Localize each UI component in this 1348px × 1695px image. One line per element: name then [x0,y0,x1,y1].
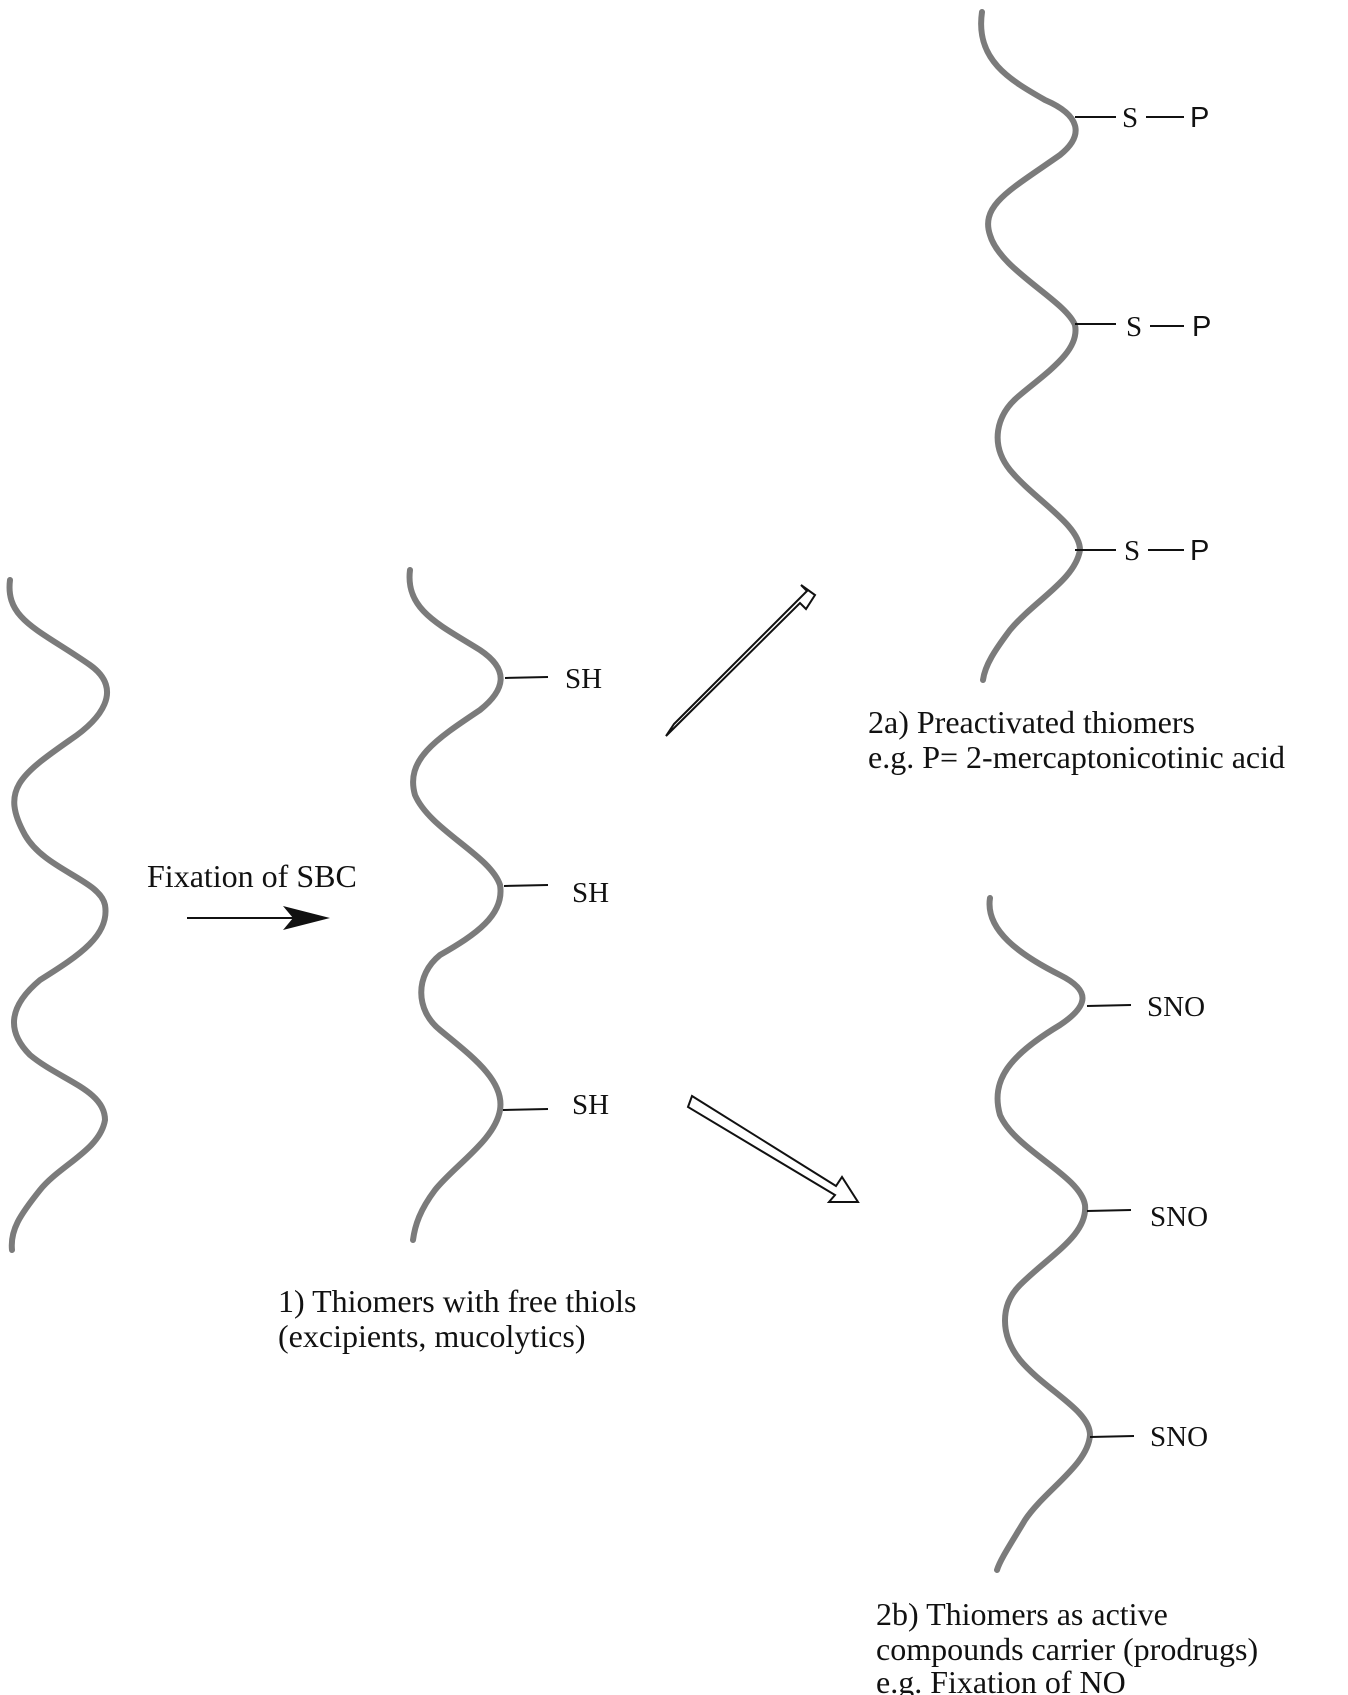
thiol-bond-1 [504,676,549,679]
hollow-arrow-to-2a [665,584,817,737]
caption-2a-line-1: 2a) Preactivated thiomers [868,704,1195,740]
sno-bond-1 [1086,1004,1132,1007]
thiol-group-label-3: SH [572,1089,609,1121]
caption-2b-line-2: compounds carrier (prodrugs) [876,1631,1258,1667]
p-label-3: P [1190,535,1209,567]
hollow-arrow-to-2b [686,1094,860,1203]
caption-1-line-1: 1) Thiomers with free thiols [278,1283,636,1319]
caption-2b-line-3: e.g. Fixation of NO [876,1664,1126,1695]
caption-2b-line-1: 2b) Thiomers as active [876,1596,1168,1632]
caption-2a-line-2: e.g. P= 2-mercaptonicotinic acid [868,739,1285,775]
polymer-chain-prodrug [986,895,1094,1573]
polymer-chain-thiomer [406,567,504,1243]
sno-group-label-2: SNO [1150,1201,1208,1233]
polymer-chain-preactivated [978,9,1084,683]
sno-bond-2 [1086,1209,1132,1212]
sno-group-label-1: SNO [1147,991,1205,1023]
p-label-2: P [1192,311,1211,343]
fixation-arrowhead [283,906,330,930]
thiol-bond-2 [503,884,549,887]
fixation-label: Fixation of SBC [147,858,357,894]
sulfur-label-1: S [1122,102,1138,134]
sno-bond-3 [1089,1435,1135,1438]
sulfur-label-3: S [1124,535,1140,567]
thiol-group-label-1: SH [565,663,602,695]
caption-1-line-2: (excipients, mucolytics) [278,1318,585,1354]
sulfur-label-2: S [1126,311,1142,343]
polymer-chain-plain [6,577,111,1253]
p-label-1: P [1190,102,1209,134]
thiol-bond-3 [502,1108,549,1111]
thiol-group-label-2: SH [572,877,609,909]
sno-group-label-3: SNO [1150,1421,1208,1453]
